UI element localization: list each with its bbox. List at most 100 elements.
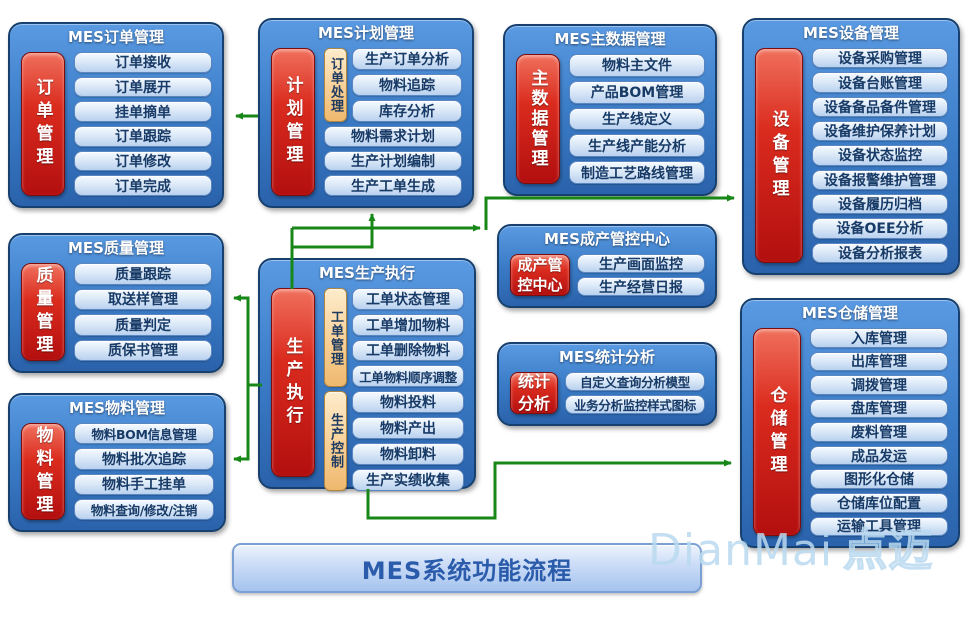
- module-item: 成品发运: [810, 445, 948, 466]
- module-item: 生产线产能分析: [569, 134, 705, 158]
- module-item: 工单物料顺序调整: [352, 365, 464, 387]
- pillar-order: 订单管理: [21, 52, 65, 196]
- panel-title: MES仓储管理: [802, 304, 898, 322]
- panel-order-management: MES订单管理 订单管理 订单接收 订单展开 挂单摘单 订单跟踪 订单修改 订单…: [8, 22, 224, 208]
- panel-body: 计划管理 订单处理 生产订单分析 物料追踪 库存分析 物料需求计划 生产计划编制…: [260, 46, 472, 206]
- panel-title: MES生产执行: [319, 264, 415, 282]
- module-list: 质量跟踪 取送样管理 质量判定 质保书管理: [74, 263, 212, 361]
- module-item: 仓储库位配置: [810, 492, 948, 513]
- panel-title: MES设备管理: [803, 24, 899, 42]
- panel-title: MES订单管理: [68, 28, 164, 46]
- panel-title: MES统计分析: [559, 348, 655, 366]
- panel-title: MES物料管理: [69, 399, 165, 417]
- module-item: 设备OEE分析: [812, 218, 948, 239]
- module-item: 物料批次追踪: [74, 448, 214, 470]
- panel-body: 成产管 控中心 生产画面监控 生产经营日报: [499, 252, 715, 306]
- module-item: 运输工具管理: [810, 516, 948, 537]
- group-workorder-management: 工单管理 工单状态管理 工单增加物料 工单删除物料 工单物料顺序调整: [324, 288, 464, 387]
- module-item: 设备备品备件管理: [812, 96, 948, 117]
- module-item: 设备履历归档: [812, 193, 948, 215]
- watermark-chinese: 点迈: [842, 524, 934, 577]
- module-list: 设备采购管理 设备台账管理 设备备品备件管理 设备维护保养计划 设备状态监控 设…: [812, 48, 948, 263]
- diagram-title-bar: MES系统功能流程: [232, 543, 702, 593]
- module-item: 工单状态管理: [352, 288, 464, 310]
- module-item: 设备维护保养计划: [812, 120, 948, 142]
- panel-title: MES成产管控中心: [544, 230, 670, 248]
- module-item: 物料产出: [352, 417, 464, 439]
- panel-title: MES主数据管理: [554, 30, 666, 48]
- module-item: 订单展开: [74, 76, 212, 98]
- module-list: 物料主文件 产品BOM管理 生产线定义 生产线产能分析 制造工艺路线管理: [569, 54, 705, 184]
- module-list: 生产画面监控 生产经营日报: [577, 254, 705, 296]
- module-item: 产品BOM管理: [569, 80, 705, 104]
- module-item: 生产经营日报: [577, 277, 705, 296]
- module-list: 自定义查询分析模型 业务分析监控样式图标: [565, 372, 705, 414]
- panel-production-execution: MES生产执行 生产执行 工单管理 工单状态管理 工单增加物料 工单删除物料 工…: [258, 258, 476, 491]
- module-item: 图形化仓储: [810, 469, 948, 489]
- panel-warehouse-management: MES仓储管理 仓储管理 入库管理 出库管理 调拨管理 盘库管理 废料管理 成品…: [740, 298, 960, 548]
- group-label: 工单管理: [324, 288, 347, 387]
- module-item: 物料卸料: [352, 443, 464, 465]
- panel-equipment-management: MES设备管理 设备管理 设备采购管理 设备台账管理 设备备品备件管理 设备维护…: [742, 18, 960, 275]
- group-label: 生产控制: [324, 391, 347, 491]
- panel-title: MES计划管理: [318, 24, 414, 42]
- module-item: 设备状态监控: [812, 145, 948, 166]
- module-item: 制造工艺路线管理: [569, 161, 705, 184]
- module-item: 订单完成: [74, 175, 212, 197]
- module-item: 生产画面监控: [577, 254, 705, 273]
- module-item: 调拨管理: [810, 375, 948, 395]
- panel-title: MES质量管理: [68, 239, 164, 257]
- module-item: 废料管理: [810, 422, 948, 442]
- module-item: 生产线定义: [569, 107, 705, 131]
- module-item: 工单增加物料: [352, 313, 464, 336]
- module-item: 生产订单分析: [352, 48, 462, 70]
- module-list: 物料BOM信息管理 物料批次追踪 物料手工挂单 物料查询/修改/注销: [74, 423, 214, 520]
- module-item: 物料BOM信息管理: [74, 423, 214, 445]
- group-label: 订单处理: [324, 48, 347, 122]
- module-list: 入库管理 出库管理 调拨管理 盘库管理 废料管理 成品发运 图形化仓储 仓储库位…: [810, 328, 948, 537]
- watermark-latin: DianMai: [648, 525, 834, 576]
- panel-production-control-center: MES成产管控中心 成产管 控中心 生产画面监控 生产经营日报: [497, 224, 717, 308]
- module-item: 质保书管理: [74, 339, 212, 361]
- module-item: 物料需求计划: [324, 126, 462, 147]
- module-item: 物料追踪: [352, 74, 462, 96]
- pillar-equipment: 设备管理: [755, 48, 803, 263]
- panel-body: 生产执行 工单管理 工单状态管理 工单增加物料 工单删除物料 工单物料顺序调整 …: [260, 286, 474, 491]
- pillar-material: 物料管理: [21, 423, 65, 520]
- module-item: 设备分析报表: [812, 242, 948, 263]
- module-item: 生产工单生成: [324, 175, 462, 197]
- group-production-control: 生产控制 物料投料 物料产出 物料卸料 生产实绩收集: [324, 391, 464, 491]
- module-item: 物料手工挂单: [74, 473, 214, 495]
- panel-plan-management: MES计划管理 计划管理 订单处理 生产订单分析 物料追踪 库存分析 物料需求计…: [258, 18, 474, 208]
- panel-quality-management: MES质量管理 质量管理 质量跟踪 取送样管理 质量判定 质保书管理: [8, 233, 224, 373]
- module-item: 业务分析监控样式图标: [565, 395, 705, 414]
- panel-statistics-analysis: MES统计分析 统计 分析 自定义查询分析模型 业务分析监控样式图标: [497, 342, 717, 426]
- module-item: 自定义查询分析模型: [565, 372, 705, 391]
- module-item: 质量判定: [74, 314, 212, 336]
- module-item: 取送样管理: [74, 288, 212, 310]
- connector-execution-to-material: [233, 385, 250, 463]
- pillar-statistics: 统计 分析: [510, 372, 558, 414]
- diagram-title: MES系统功能流程: [361, 556, 573, 585]
- module-item: 挂单摘单: [74, 101, 212, 123]
- panel-body: 设备管理 设备采购管理 设备台账管理 设备备品备件管理 设备维护保养计划 设备状…: [744, 46, 958, 273]
- module-item: 设备报警维护管理: [812, 169, 948, 190]
- pillar-master-data: 主数据管理: [516, 54, 560, 184]
- module-list: 订单接收 订单展开 挂单摘单 订单跟踪 订单修改 订单完成: [74, 52, 212, 197]
- module-list: 订单处理 生产订单分析 物料追踪 库存分析 物料需求计划 生产计划编制 生产工单…: [324, 48, 462, 197]
- pillar-quality: 质量管理: [21, 263, 65, 361]
- module-item: 库存分析: [352, 100, 462, 122]
- module-item: 订单修改: [74, 150, 212, 172]
- pillar-production-execution: 生产执行: [271, 288, 315, 477]
- panel-body: 主数据管理 物料主文件 产品BOM管理 生产线定义 生产线产能分析 制造工艺路线…: [505, 52, 715, 194]
- module-item: 工单删除物料: [352, 339, 464, 362]
- module-item: 质量跟踪: [74, 263, 212, 285]
- module-item: 订单接收: [74, 52, 212, 73]
- panel-body: 仓储管理 入库管理 出库管理 调拨管理 盘库管理 废料管理 成品发运 图形化仓储…: [742, 326, 958, 546]
- module-item: 设备台账管理: [812, 72, 948, 93]
- panel-material-management: MES物料管理 物料管理 物料BOM信息管理 物料批次追踪 物料手工挂单 物料查…: [8, 393, 226, 532]
- group-items: 工单状态管理 工单增加物料 工单删除物料 工单物料顺序调整: [352, 288, 464, 387]
- panel-body: 质量管理 质量跟踪 取送样管理 质量判定 质保书管理: [10, 261, 222, 371]
